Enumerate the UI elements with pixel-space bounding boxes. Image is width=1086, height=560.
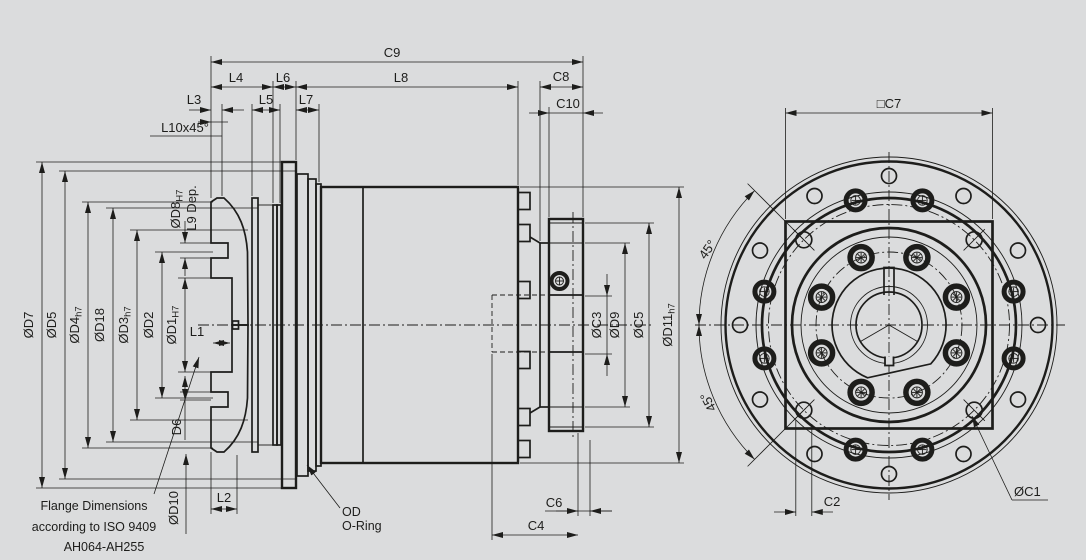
dim-label-45-top: 45° — [696, 237, 720, 262]
dim-label-d11: ØD11h7 — [660, 303, 678, 347]
dim-label-l4: L4 — [229, 70, 243, 85]
dim-label-d8-main: ØD8 — [168, 202, 183, 229]
keyway-slot — [883, 266, 895, 295]
c2-dimension: C2 — [774, 420, 840, 516]
output-hub-circle — [831, 267, 947, 379]
rear-screw-heads — [517, 191, 531, 459]
dim-label-d3: ØD3h7 — [116, 306, 134, 343]
dim-label-c3: ØC3 — [589, 312, 604, 339]
dim-label-d1-sub: H7 — [171, 306, 182, 318]
c7-dimension: □C7 — [785, 96, 993, 219]
square-c7-outline — [784, 220, 994, 430]
c1-leader: ØC1 — [971, 415, 1048, 501]
output-flange-section — [210, 197, 249, 453]
dim-label-l1: L1 — [190, 324, 204, 339]
flange-note-line3: AH064-AH255 — [64, 540, 145, 554]
dim-label-d5: ØD5 — [44, 312, 59, 339]
extension-lines — [36, 56, 684, 540]
bore-key-detail — [231, 320, 240, 330]
dim-label-l2: L2 — [217, 490, 231, 505]
dim-label-d18: ØD18 — [92, 308, 107, 342]
dim-label-l8: L8 — [394, 70, 408, 85]
dim-label-45-bottom: 45° — [697, 390, 719, 414]
dim-label-c5: ØC5 — [631, 312, 646, 339]
keyway-bottom-mark — [884, 356, 895, 367]
dim-label-d2: ØD2 — [141, 312, 156, 339]
oring-label-line2: O-Ring — [342, 519, 382, 533]
bolt-circle-c1 — [768, 204, 1010, 446]
front-view: □C7 45° 45° C2 ØC1 — [695, 96, 1065, 516]
dim-label-c10: C10 — [556, 96, 580, 111]
dim-label-c2: C2 — [824, 494, 841, 509]
flange-note-line2: according to ISO 9409 — [32, 520, 156, 534]
dim-label-d1-main: ØD1 — [164, 318, 179, 345]
flange-bolt — [549, 271, 570, 291]
dim-label-l7: L7 — [299, 92, 313, 107]
dim-label-d8-sub: H7 — [175, 190, 186, 202]
dim-label-d3-main: ØD3 — [116, 317, 131, 344]
oring-label-line1: OD — [342, 505, 361, 519]
dim-label-c8: C8 — [553, 69, 570, 84]
dim-label-d9: ØD9 — [607, 312, 622, 339]
annotations: Flange Dimensions according to ISO 9409 … — [32, 356, 382, 554]
dim-label-l6: L6 — [276, 70, 290, 85]
motor-adapter-flange — [529, 212, 585, 438]
dim-label-d11-sub: h7 — [667, 303, 678, 314]
bolt-circle-inner — [815, 251, 963, 399]
dim-label-d4-sub: h7 — [74, 306, 85, 317]
dim-label-d8: ØD8H7 — [168, 190, 186, 229]
dim-label-d10: ØD10 — [166, 491, 181, 525]
dim-label-l9: L9 Dep. — [184, 185, 199, 231]
flange-note-leader — [153, 356, 200, 495]
keyway-details — [860, 266, 918, 367]
dim-label-d3-sub: h7 — [123, 306, 134, 317]
dim-label-d11-main: ØD11 — [660, 314, 675, 347]
dim-label-d6: D6 — [169, 419, 184, 436]
dim-label-c6: C6 — [546, 495, 563, 510]
gearbox-body — [319, 185, 549, 465]
dim-label-c9: C9 — [384, 45, 401, 60]
dim-label-d4-main: ØD4 — [67, 317, 82, 344]
dim-label-d1: ØD1H7 — [164, 306, 182, 345]
oring-leader — [306, 464, 341, 509]
left-diameter-dimensions: ØD7 ØD5 ØD4h7 ØD18 ØD3h7 ØD2 ØD1H7 ØD8H7… — [21, 162, 237, 534]
dim-label-d4: ØD4h7 — [67, 306, 85, 343]
inner-housing-circle — [760, 196, 1018, 454]
dim-label-l5: L5 — [259, 92, 273, 107]
rear-diameter-dimensions: ØC3 ØD9 ØC5 ØD11h7 — [589, 187, 682, 463]
dim-label-c7: □C7 — [877, 96, 901, 111]
angle-dimensions: 45° 45° — [696, 183, 806, 467]
flange-note-line1: Flange Dimensions — [41, 499, 148, 513]
dim-label-l10: L10x45° — [161, 120, 209, 135]
dim-label-c1: ØC1 — [1014, 484, 1041, 499]
top-dimensions: C9 L4 L6 L8 C8 L3 L5 L7 C10 — [150, 45, 603, 137]
dim-label-l3: L3 — [187, 92, 201, 107]
dim-label-c4: C4 — [528, 518, 545, 533]
side-section-view: C9 L4 L6 L8 C8 L3 L5 L7 C10 — [21, 45, 684, 554]
dim-label-d7: ØD7 — [21, 312, 36, 339]
bottom-dimensions: C6 C4 — [492, 495, 612, 538]
